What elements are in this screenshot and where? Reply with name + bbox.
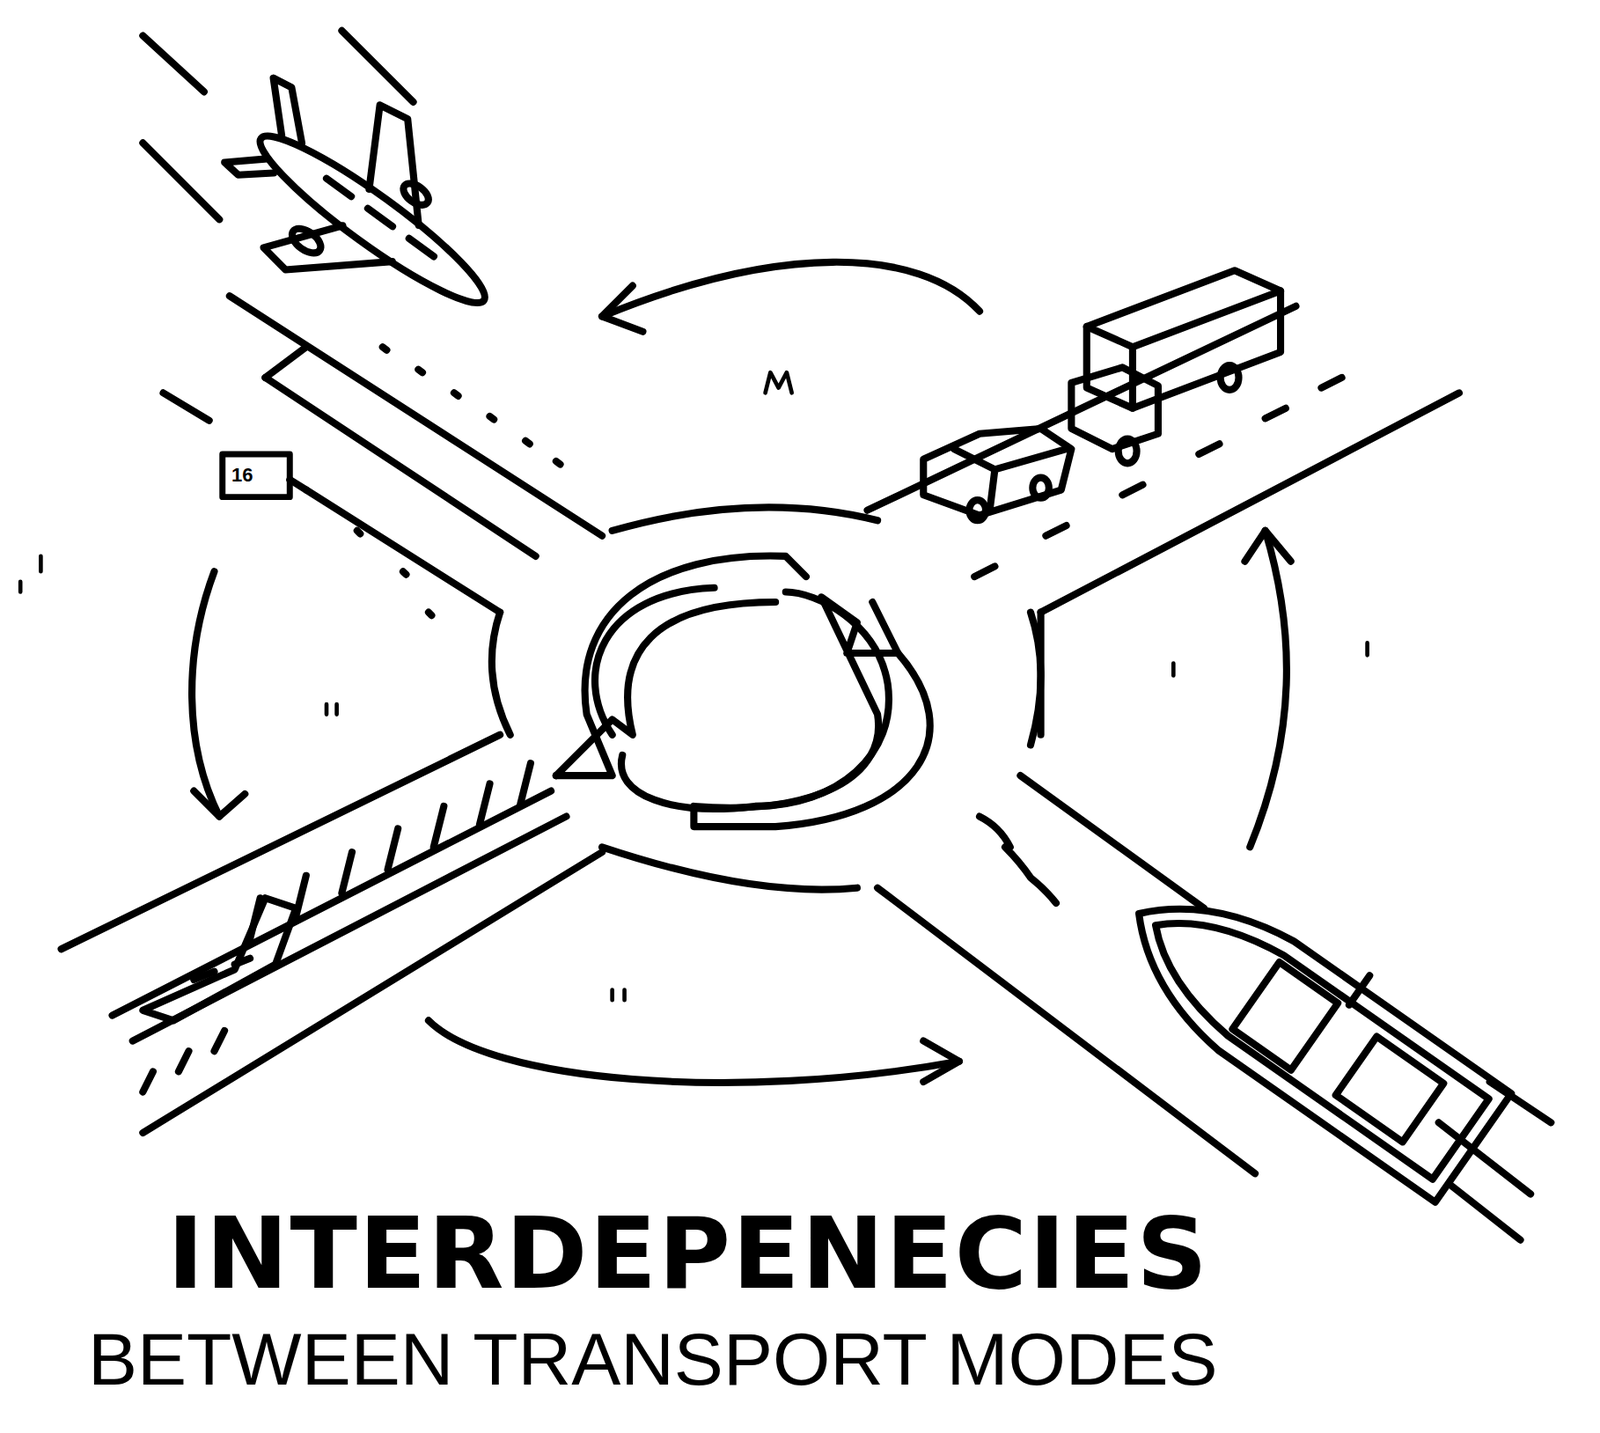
cycle-arrows [556, 556, 931, 828]
mode-arrows [191, 262, 1292, 1083]
sign-number: 16 [231, 465, 253, 485]
river [877, 775, 1551, 1241]
title: INTERDEPENECIES [167, 1203, 1210, 1303]
railway [61, 734, 602, 1133]
caption: BETWEEN TRANSPORT MODES [88, 1321, 1219, 1396]
ship [1100, 846, 1520, 1203]
truck [1071, 270, 1281, 463]
runway [163, 295, 603, 616]
airplane [186, 40, 544, 375]
roundabout [491, 506, 1042, 889]
car [923, 428, 1072, 521]
scribbles [20, 372, 1367, 1000]
train [142, 897, 296, 1021]
highway [866, 306, 1459, 735]
road-sign [222, 454, 307, 498]
